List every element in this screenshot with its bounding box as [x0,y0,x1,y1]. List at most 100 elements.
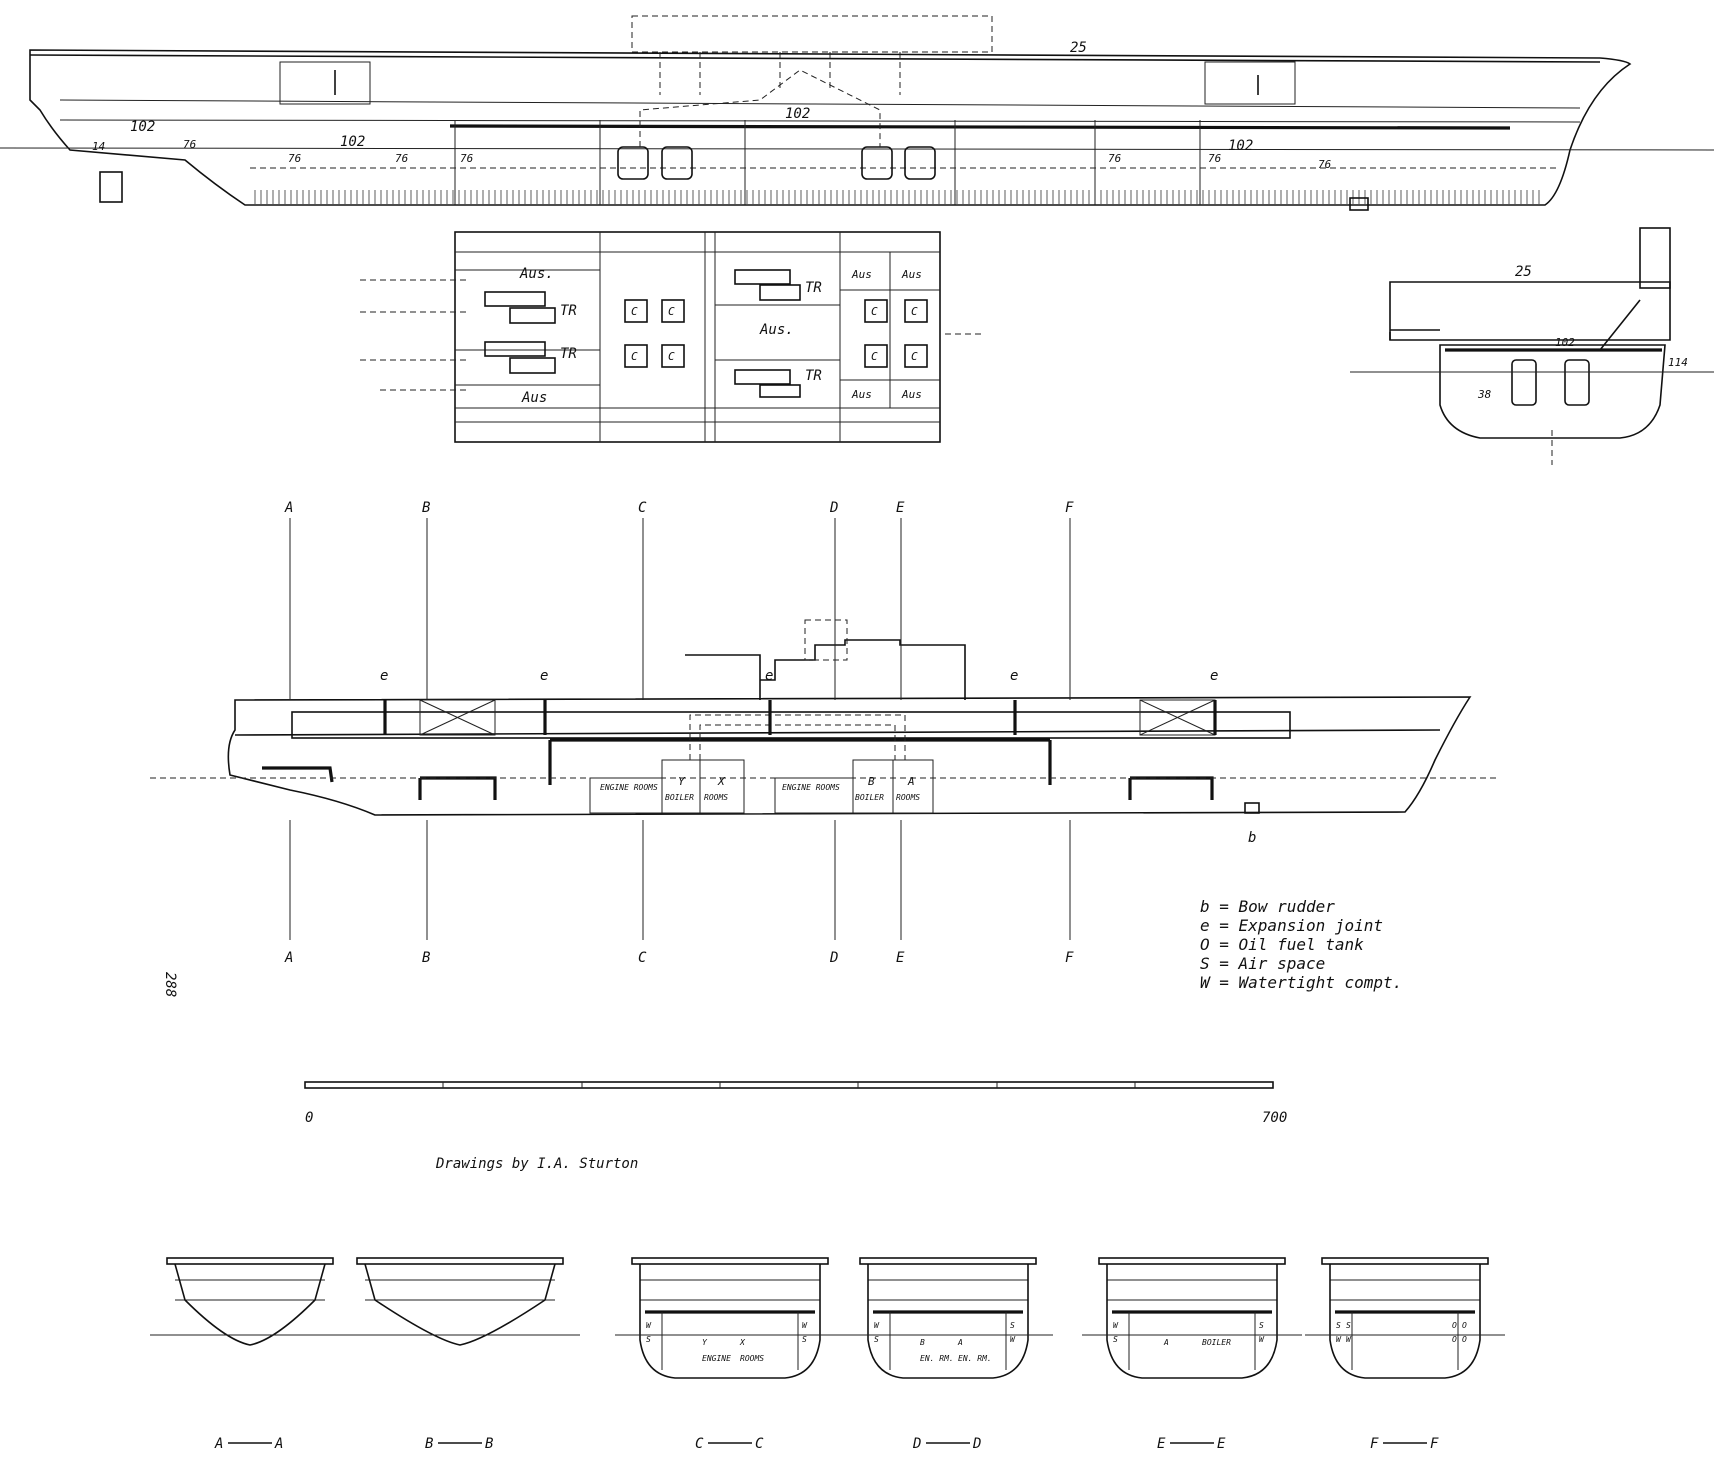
section-caption-right: A [274,1436,283,1452]
page-number: 288 [162,972,178,997]
section-compartment-mark: S [1010,1321,1015,1330]
belt-label-76-c: 76 [395,152,409,165]
section-compartment-mark: W [1010,1335,1016,1344]
plan-boiler-c7: C [871,350,878,363]
expansion-joint-mark: e [1010,668,1018,684]
section-caption-right: D [972,1436,981,1452]
section-deck-label: 25 [1515,264,1532,280]
section-compartment-mark: S [802,1335,807,1344]
section-room-label: EN. RM. [958,1354,992,1363]
section-room-label: A [957,1338,963,1347]
scale-bar: 0 700 [304,1081,1287,1126]
section-compartment-mark: O [1462,1321,1467,1330]
legend-item-oil-fuel-tank: O = Oil fuel tank [1200,935,1364,954]
legend-item-expansion-joint: e = Expansion joint [1200,916,1383,935]
belt-label-76-g: 76 [1318,158,1332,171]
section-compartment-mark: W [1113,1321,1119,1330]
belt-label-76-d: 76 [460,152,474,165]
section-compartment-mark: W [1336,1335,1342,1344]
plan-aux-bottom-left: Aus [521,390,547,406]
room-boiler-2: BOILER [855,793,884,802]
section-compartment-mark: S [874,1335,879,1344]
belt-label-76-a: 76 [183,138,197,151]
aft-deck-label: 102 [130,119,155,135]
section-letter-bottom: E [896,950,905,966]
section-letter-top: D [829,500,838,516]
section-caption-left: C [695,1436,704,1452]
plan-aux-bot-r2: Aus [901,388,922,401]
section-compartment-mark: W [1259,1335,1265,1344]
section-room-label: X [739,1338,746,1347]
section-bulkhead-label: 38 [1477,388,1492,401]
plan-aux-top-r2: Aus [901,268,922,281]
section-letter-bottom: F [1065,950,1074,966]
section-compartment-mark: S [646,1335,651,1344]
section-room-label: BOILER [1202,1338,1231,1347]
section-caption-right: F [1430,1436,1439,1452]
expansion-joint-mark: e [540,668,548,684]
scale-start-label: 0 [305,1110,313,1126]
legend-item-bow-rudder: b = Bow rudder [1200,897,1335,916]
room-engine-2: ENGINE ROOMS [782,783,840,792]
section-room-label: A [1163,1338,1169,1347]
section-room-label: ROOMS [740,1354,764,1363]
section-letter-top: E [896,500,905,516]
section-letter-bottom: C [638,950,647,966]
machinery-plan: Aus. TR TR Aus C C C C TR Aus. TR Aus Au… [360,231,985,443]
room-rooms-2: ROOMS [896,793,920,802]
expansion-joint-mark: e [1210,668,1218,684]
room-rooms-1: ROOMS [704,793,728,802]
section-compartment-mark: O [1462,1335,1467,1344]
expansion-joint-mark: e [380,668,388,684]
section-compartment-mark: W [1346,1335,1352,1344]
section-letter-bottom: A [284,950,293,966]
section-room-label: EN. RM. [920,1354,954,1363]
expansion-joint-mark: e [765,668,773,684]
section-compartment-mark: S [1346,1321,1351,1330]
plan-boiler-c8: C [911,350,918,363]
section-compartment-mark: S [1336,1321,1341,1330]
section-caption-right: C [755,1436,764,1452]
section-compartment-mark: W [802,1321,808,1330]
deck-thickness-label: 25 [1070,40,1087,56]
section-caption-left: D [912,1436,921,1452]
bow-rudder-mark: b [1248,830,1256,846]
legend: b = Bow rudder e = Expansion joint O = O… [1200,897,1402,992]
plan-aux-top-left: Aus. [519,266,554,282]
room-a-label: A [907,775,915,788]
legend-item-air-space: S = Air space [1200,954,1325,973]
plan-boiler-c2: C [668,305,675,318]
belt-label-76-f: 76 [1208,152,1222,165]
room-y-label: Y [678,775,686,788]
section-caption-left: E [1157,1436,1166,1452]
scale-end-label: 700 [1262,1110,1287,1126]
room-engine-1: ENGINE ROOMS [600,783,658,792]
plan-turbine-1: TR [560,303,577,319]
plan-aux-top-r1: Aus [851,268,872,281]
section-belt-label: 114 [1668,356,1688,369]
plan-turbine-3: TR [805,280,822,296]
plan-boiler-c6: C [911,305,918,318]
room-x-label: X [717,775,726,788]
section-compartment-mark: S [1259,1321,1264,1330]
aft-small-label: 14 [92,140,105,153]
section-letter-top: B [422,500,430,516]
section-compartment-mark: W [646,1321,652,1330]
section-letter-top: C [638,500,647,516]
section-letter-top: A [284,500,293,516]
plan-boiler-c4: C [668,350,675,363]
section-letter-bottom: B [422,950,430,966]
section-compartment-mark: O [1452,1335,1457,1344]
section-caption-left: B [425,1436,433,1452]
section-room-label: Y [702,1338,708,1347]
section-caption-right: E [1217,1436,1226,1452]
plan-boiler-c3: C [631,350,638,363]
